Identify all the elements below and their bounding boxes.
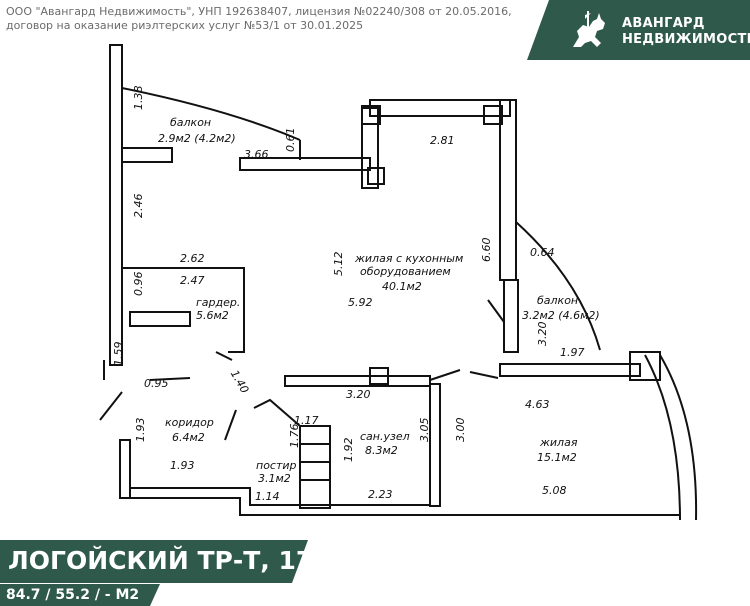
license-line-1: ООО "Авангард Недвижимость", УНП 1926384… (6, 5, 512, 18)
dim-0-61: 0.61 (284, 128, 297, 153)
balcony1-arc (121, 87, 301, 141)
wall-upper-right (499, 99, 517, 281)
room-labels: балкон 2.9м2 (4.2м2) жилая с кухонным об… (158, 116, 600, 485)
dim-2-47: 2.47 (180, 274, 205, 287)
balcony1-area: 2.9м2 (4.2м2) (158, 132, 236, 145)
dim-1-93: 1.93 (170, 459, 195, 472)
door-swing-4 (215, 351, 233, 361)
license-line-2: договор на оказание риэлтерских услуг №5… (6, 19, 364, 32)
brand-line-1: АВАНГАРД (622, 16, 705, 31)
dim-5-12: 5.12 (332, 252, 345, 277)
wall-living-top (499, 363, 641, 377)
column-middle (369, 367, 389, 385)
dim-1-97: 1.97 (560, 346, 585, 359)
dim-1-40: 1.40 (228, 368, 252, 396)
corridor-area: 6.4м2 (172, 431, 205, 444)
dim-1-14: 1.14 (255, 490, 280, 503)
wall-balcony2 (503, 279, 519, 353)
dim-0-96: 0.96 (132, 272, 145, 297)
knight-on-horse-icon (573, 11, 605, 47)
dim-2-23: 2.23 (368, 488, 393, 501)
wardrobe-name: гардер. (196, 296, 240, 309)
living-kitchen-area: 40.1м2 (382, 280, 422, 293)
areas-banner-cut (150, 584, 160, 606)
wall-balcony-right (239, 157, 371, 171)
door-swing-5 (149, 377, 191, 381)
license-note: ООО "Авангард Недвижимость", УНП 1926384… (6, 5, 512, 33)
dim-6-60: 6.60 (480, 238, 493, 263)
dim-0-64: 0.64 (530, 246, 555, 259)
wall-right-curve-outer (659, 354, 698, 521)
living-area: 15.1м2 (537, 451, 577, 464)
wall-balcony (121, 147, 173, 163)
dim-1-76: 1.76 (288, 424, 301, 449)
column-top-left (361, 105, 381, 125)
door-swing-2 (429, 369, 461, 381)
dim-1-59: 1.59 (112, 342, 125, 367)
dim-1-93-vertical: 1.93 (134, 418, 147, 443)
pantry-shelves (299, 425, 331, 509)
dim-3-20: 3.20 (346, 388, 371, 401)
dim-3-66: 3.66 (244, 148, 269, 161)
dim-1-38: 1.38 (132, 86, 145, 111)
brand-name: АВАНГАРД НЕДВИЖИМОСТЬ (622, 16, 750, 48)
dim-3-00: 3.00 (454, 418, 467, 443)
address-banner (0, 540, 292, 583)
balcony2-arc (515, 221, 601, 351)
living-kitchen-name-1: жилая с кухонным (354, 252, 463, 265)
brand-logo-block: АВАНГАРД НЕДВИЖИМОСТЬ (527, 0, 750, 60)
wall-left (109, 44, 123, 366)
dimension-labels: 1.38 0.61 3.66 2.81 2.46 5.12 6.60 0.64 … (112, 86, 585, 504)
wall-wardrobe (122, 267, 245, 353)
dim-2-62: 2.62 (180, 252, 205, 265)
brand-corner-cut (527, 0, 549, 60)
wardrobe-shelf (129, 311, 191, 327)
wall-middle (284, 375, 431, 387)
dim-5-92: 5.92 (348, 296, 373, 309)
bathroom-area: 8.3м2 (365, 444, 398, 457)
balcony2-area: 3.2м2 (4.6м2) (522, 309, 600, 322)
door-swing-3 (469, 371, 499, 379)
walls (99, 44, 698, 521)
dim-3-05: 3.05 (418, 418, 431, 443)
dim-0-95: 0.95 (144, 377, 169, 390)
wall-bathroom-right (429, 383, 441, 507)
dim-3-20-balcony: 3.20 (536, 322, 549, 347)
dim-5-08: 5.08 (542, 484, 567, 497)
wall-right-curve (644, 354, 681, 521)
living-name: жилая (539, 436, 578, 449)
address-banner-cut (292, 540, 308, 583)
balcony2-name: балкон (537, 294, 578, 307)
address-title: ЛОГОЙСКИЙ ТР-Т, 17А (8, 546, 333, 575)
dim-2-46: 2.46 (132, 194, 145, 219)
dim-1-92: 1.92 (342, 438, 355, 463)
dim-1-17: 1.17 (294, 414, 319, 427)
dim-2-81: 2.81 (430, 134, 455, 147)
pantry-area: 3.1м2 (258, 472, 291, 485)
wardrobe-area: 5.6м2 (196, 309, 229, 322)
wall-bottom-left (119, 439, 131, 499)
balcony1-name: балкон (170, 116, 211, 129)
door-swing-7 (224, 409, 237, 441)
pantry-name: постир (256, 459, 297, 472)
wall-bottom (120, 497, 680, 516)
door-swing-6 (99, 391, 123, 421)
bathroom-name: сан.узел (360, 430, 410, 443)
living-kitchen-name-2: оборудованием (360, 265, 451, 278)
column-top-right (483, 105, 503, 125)
wall-bottom-inner (130, 487, 430, 506)
areas-banner (0, 584, 150, 606)
wall-upper-left (361, 107, 379, 189)
dim-4-63: 4.63 (525, 398, 550, 411)
wall-upper-top (369, 99, 511, 117)
column-mid-left (367, 167, 385, 185)
corridor-name: коридор (165, 416, 214, 429)
brand-line-2: НЕДВИЖИМОСТЬ (622, 32, 750, 47)
column-right (629, 351, 661, 381)
pantry-door (253, 398, 301, 427)
door-swing-1 (487, 299, 505, 323)
areas-value: 84.7 / 55.2 / - М2 (6, 587, 140, 603)
